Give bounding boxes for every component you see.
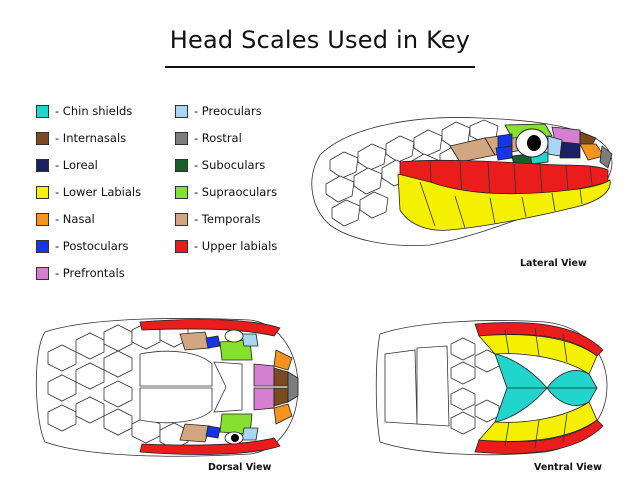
- legend-swatch: [175, 240, 188, 253]
- legend-swatch: [175, 159, 188, 172]
- lateral-view-diagram: [290, 100, 630, 275]
- legend-label: - Chin shields: [55, 104, 132, 118]
- legend: - Chin shields - Internasals - Loreal - …: [36, 102, 296, 292]
- legend-item-rostral: - Rostral: [175, 129, 242, 147]
- legend-swatch: [175, 105, 188, 118]
- legend-label: - Supraoculars: [194, 185, 277, 199]
- legend-item-internasals: - Internasals: [36, 129, 126, 147]
- legend-label: - Internasals: [55, 131, 126, 145]
- dorsal-view-diagram: [30, 312, 305, 462]
- legend-label: - Prefrontals: [55, 266, 125, 280]
- lateral-pupil: [527, 135, 541, 151]
- legend-swatch: [36, 105, 49, 118]
- dorsal-view-caption: Dorsal View: [208, 462, 271, 473]
- legend-swatch: [36, 159, 49, 172]
- legend-item-loreal: - Loreal: [36, 156, 98, 174]
- lateral-postocular: [496, 146, 512, 160]
- legend-item-suboculars: - Suboculars: [175, 156, 265, 174]
- legend-label: - Postoculars: [55, 239, 128, 253]
- legend-label: - Nasal: [55, 212, 95, 226]
- legend-item-preoculars: - Preoculars: [175, 102, 262, 120]
- dorsal-temporal: [180, 424, 210, 442]
- dorsal-temporal: [180, 332, 210, 350]
- legend-label: - Loreal: [55, 158, 98, 172]
- legend-label: - Lower Labials: [55, 185, 141, 199]
- title-underline: [165, 66, 475, 68]
- lateral-preocular: [548, 136, 562, 156]
- legend-item-lower-labials: - Lower Labials: [36, 183, 141, 201]
- ventral-plate: [417, 346, 449, 426]
- legend-label: - Rostral: [194, 131, 242, 145]
- legend-item-chin-shields: - Chin shields: [36, 102, 132, 120]
- legend-item-upper-labials: - Upper labials: [175, 237, 277, 255]
- legend-item-nasal: - Nasal: [36, 210, 95, 228]
- dorsal-pupil: [231, 434, 239, 442]
- legend-swatch: [175, 213, 188, 226]
- legend-swatch: [36, 240, 49, 253]
- dorsal-preocular: [242, 428, 258, 440]
- legend-item-prefrontals: - Prefrontals: [36, 264, 125, 282]
- dorsal-postocular: [206, 336, 220, 348]
- legend-swatch: [175, 132, 188, 145]
- legend-item-postoculars: - Postoculars: [36, 237, 128, 255]
- legend-label: - Suboculars: [194, 158, 265, 172]
- legend-swatch: [36, 186, 49, 199]
- legend-label: - Preoculars: [194, 104, 262, 118]
- dorsal-postocular: [206, 426, 220, 438]
- legend-swatch: [36, 267, 49, 280]
- legend-label: - Temporals: [194, 212, 260, 226]
- legend-item-temporals: - Temporals: [175, 210, 260, 228]
- legend-item-supraoculars: - Supraoculars: [175, 183, 277, 201]
- legend-label: - Upper labials: [194, 239, 277, 253]
- legend-swatch: [175, 186, 188, 199]
- diagram-title: Head Scales Used in Key: [0, 26, 640, 54]
- lateral-view-caption: Lateral View: [520, 258, 587, 269]
- lateral-loreal: [560, 142, 580, 158]
- ventral-view-diagram: [375, 314, 615, 464]
- dorsal-eye: [225, 330, 243, 342]
- dorsal-prefrontal: [254, 364, 274, 386]
- ventral-plate: [385, 350, 417, 424]
- legend-swatch: [36, 132, 49, 145]
- ventral-view-caption: Ventral View: [534, 462, 602, 473]
- dorsal-preocular: [242, 334, 258, 346]
- legend-swatch: [36, 213, 49, 226]
- dorsal-prefrontal: [254, 388, 274, 410]
